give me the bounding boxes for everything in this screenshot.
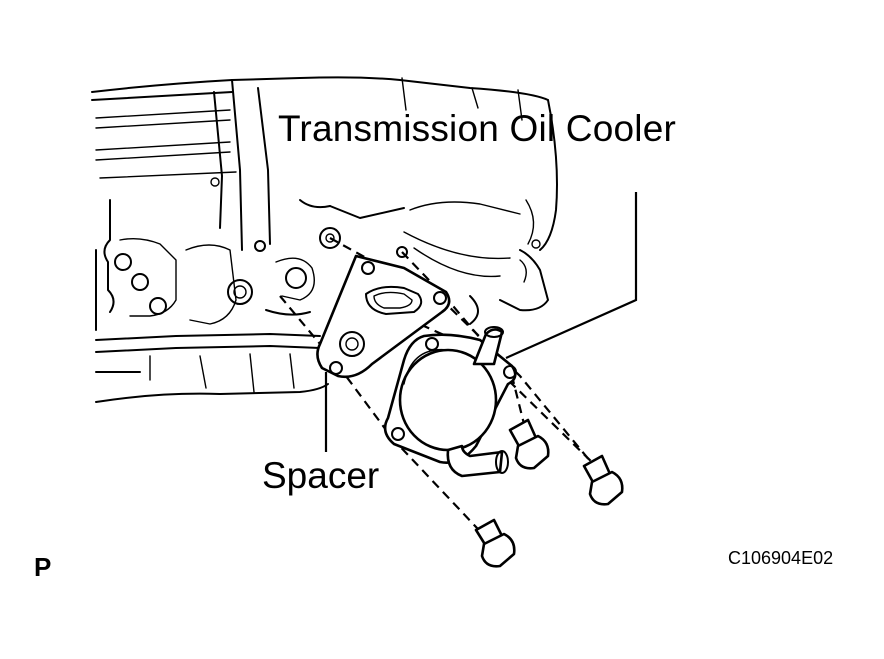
bolt-center xyxy=(508,418,550,470)
oil-cooler xyxy=(383,326,517,478)
figure-code: C106904E02 xyxy=(728,548,834,568)
transmission-case xyxy=(91,76,558,403)
view-marker: P xyxy=(34,552,52,582)
bolt-lower-left xyxy=(474,518,516,568)
oil-cooler-label: Transmission Oil Cooler xyxy=(278,108,676,149)
spacer-label: Spacer xyxy=(262,455,380,496)
oil-cooler-leader xyxy=(505,192,638,360)
bolt-right xyxy=(582,454,624,506)
spacer-plate xyxy=(316,254,451,379)
